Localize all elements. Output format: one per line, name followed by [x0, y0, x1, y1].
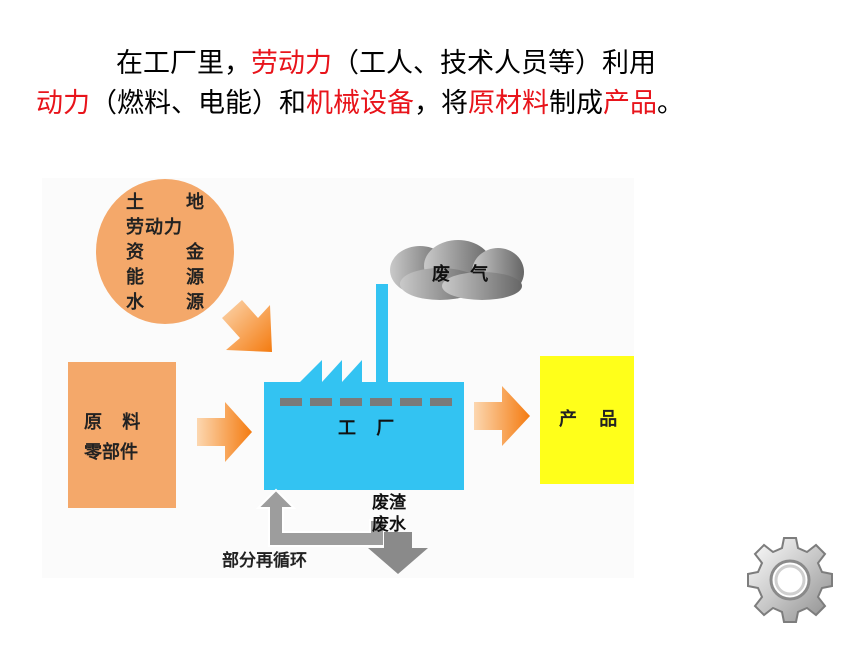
resource-item: 能源	[126, 265, 204, 290]
intro-line2-segment-0: 动力	[36, 88, 90, 119]
recycle-label: 部分再循环	[222, 551, 307, 571]
resource-list: 土地劳动力资金能源水源	[126, 190, 204, 315]
gear-icon[interactable]	[747, 537, 833, 623]
resource-char: 资	[126, 242, 144, 263]
resource-arrow	[222, 300, 272, 352]
resource-char: 源	[186, 267, 204, 288]
intro-line2-segment-6: 产品	[603, 88, 657, 119]
resource-char: 土	[126, 192, 144, 213]
factory-label: 工 厂	[338, 418, 395, 439]
resource-item: 水源	[126, 290, 204, 315]
intro-line-1: 在工厂里，劳动力（工人、技术人员等）利用	[116, 44, 860, 84]
raw-material-box	[68, 362, 176, 508]
product-arrow	[474, 386, 530, 446]
resource-char: 水	[126, 292, 144, 313]
intro-line2-segment-4: 原材料	[468, 88, 549, 119]
product-label: 产 品	[559, 409, 618, 430]
waste-down-arrow	[368, 532, 428, 574]
smoke-cloud	[390, 240, 524, 300]
resource-circle	[96, 179, 234, 324]
resource-item: 劳动力	[126, 217, 183, 238]
waste-residue-label: 废渣	[372, 493, 406, 513]
waste-label: 废渣 废水	[372, 492, 406, 536]
intro-line2-segment-5: 制成	[549, 88, 603, 119]
intro-line1-segment-2: （工人、技术人员等）利用	[332, 48, 656, 79]
resource-item: 土地	[126, 190, 204, 215]
parts-label: 零部件	[84, 442, 138, 463]
intro-line2-segment-7: 。	[657, 88, 684, 119]
resource-char: 源	[186, 292, 204, 313]
intro-line-2: 动力（燃料、电能）和机械设备，将原材料制成产品。	[36, 84, 860, 124]
factory-building	[264, 360, 464, 490]
resource-item: 资金	[126, 240, 204, 265]
factory-chimney	[376, 284, 388, 382]
factory-windows	[280, 398, 452, 406]
raw-material-label: 原 料	[84, 412, 141, 433]
resource-char: 地	[186, 192, 204, 213]
resource-char: 能	[126, 267, 144, 288]
intro-line2-segment-1: （燃料、电能）和	[90, 88, 306, 119]
recycle-arrow	[255, 488, 385, 547]
raw-material-arrow	[197, 402, 252, 462]
intro-line1-segment-0: 在工厂里，	[116, 48, 251, 79]
waste-water-label: 废水	[372, 515, 406, 535]
intro-line2-segment-2: 机械设备	[306, 88, 414, 119]
waste-gas-label: 废 气	[432, 264, 489, 285]
resource-char: 金	[186, 242, 204, 263]
intro-line2-segment-3: ，将	[414, 88, 468, 119]
intro-line1-segment-1: 劳动力	[251, 48, 332, 79]
product-box	[540, 356, 634, 484]
